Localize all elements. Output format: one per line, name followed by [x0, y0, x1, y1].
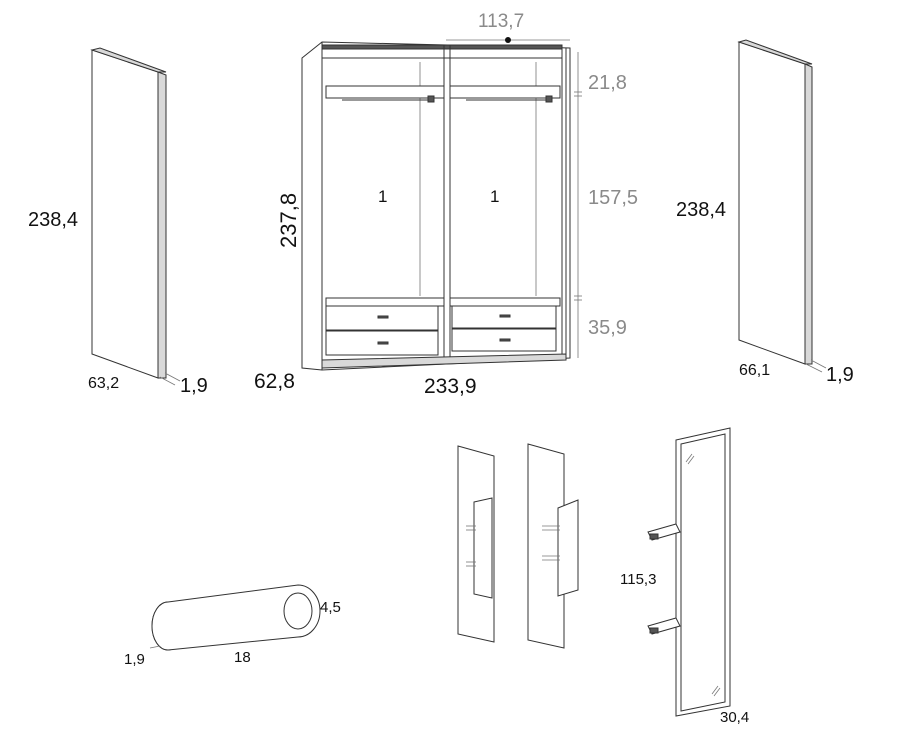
mirror-reflection-icon — [687, 455, 695, 465]
wardrobe-total-width: 233,9 — [424, 375, 477, 398]
handle-hole — [283, 592, 313, 630]
mirror-reflection-icon — [711, 685, 719, 695]
handle-drawing — [149, 584, 321, 651]
wardrobe-left-shelf — [325, 85, 445, 99]
mirror-reflection-icon — [685, 453, 693, 463]
module-width-dot — [505, 37, 511, 43]
wardrobe-right-module-label: 1 — [490, 187, 499, 206]
side-panel-right-top — [737, 39, 813, 65]
side-panel-left-thickness: 1,9 — [180, 375, 208, 397]
wardrobe-depth: 62,8 — [254, 370, 295, 393]
side-panel-left — [90, 47, 181, 386]
side-panel-right-thickness-leader-2 — [810, 359, 827, 369]
side-panel-left-thickness-leader-2 — [164, 372, 181, 382]
wardrobe-right-shelf — [449, 85, 561, 99]
wardrobe-left-drawer-top — [325, 297, 445, 307]
wardrobe-top-section: 21,8 — [588, 72, 627, 94]
wardrobe-bottom-section: 35,9 — [588, 317, 627, 339]
handle-thickness-leader — [149, 645, 161, 649]
door-panel-right-handle — [557, 499, 579, 597]
wardrobe-top-rail — [321, 44, 563, 50]
door-panel-right — [527, 443, 565, 649]
side-panel-left-thickness-leader — [159, 376, 176, 386]
side-panel-left-edge — [157, 71, 167, 379]
handle-length: 18 — [234, 649, 251, 666]
mirror-height: 115,3 — [620, 571, 656, 588]
mirror-reflection-icon — [713, 687, 721, 697]
mirror-bracket-bottom-clip — [649, 627, 659, 634]
wardrobe-right-drawer-top — [449, 297, 561, 307]
mirror-glass — [680, 433, 726, 712]
door-panel-left-handle — [473, 497, 493, 599]
side-panel-right-thickness: 1,9 — [826, 364, 854, 386]
side-panel-left-top — [90, 47, 167, 73]
drawer-handle-icon — [377, 341, 389, 345]
wardrobe-module-width: 113,7 — [478, 11, 524, 32]
drawer-handle-icon — [499, 338, 511, 342]
side-panel-right-height: 238,4 — [676, 199, 726, 221]
mirror-bracket-top-clip — [649, 533, 659, 540]
wardrobe-left-rail-bracket — [427, 95, 435, 103]
handle-thickness: 1,9 — [124, 651, 145, 668]
side-panel-right-depth: 66,1 — [739, 362, 770, 379]
side-panel-right-edge — [804, 63, 813, 365]
wardrobe-height: 237,8 — [276, 193, 301, 248]
side-panel-left-height: 238,4 — [28, 209, 78, 231]
side-panel-right — [737, 39, 827, 373]
side-panel-left-face — [91, 49, 159, 379]
wardrobe-plinth — [321, 353, 567, 369]
side-panel-right-thickness-leader — [805, 363, 823, 373]
mirror-drawing — [647, 427, 731, 717]
side-panel-left-depth: 63,2 — [88, 375, 119, 392]
door-panels — [457, 443, 579, 649]
drawer-handle-icon — [499, 314, 511, 318]
wardrobe-left-module-label: 1 — [378, 187, 387, 206]
wardrobe-right-rail-bracket — [545, 95, 553, 103]
mirror-width: 30,4 — [720, 709, 749, 726]
side-panel-right-face — [738, 41, 806, 365]
wardrobe-middle-section: 157,5 — [588, 187, 638, 209]
handle-body — [151, 584, 321, 651]
drawer-handle-icon — [377, 315, 389, 319]
handle-height: 4,5 — [320, 599, 341, 616]
wardrobe-drawing — [301, 37, 582, 371]
